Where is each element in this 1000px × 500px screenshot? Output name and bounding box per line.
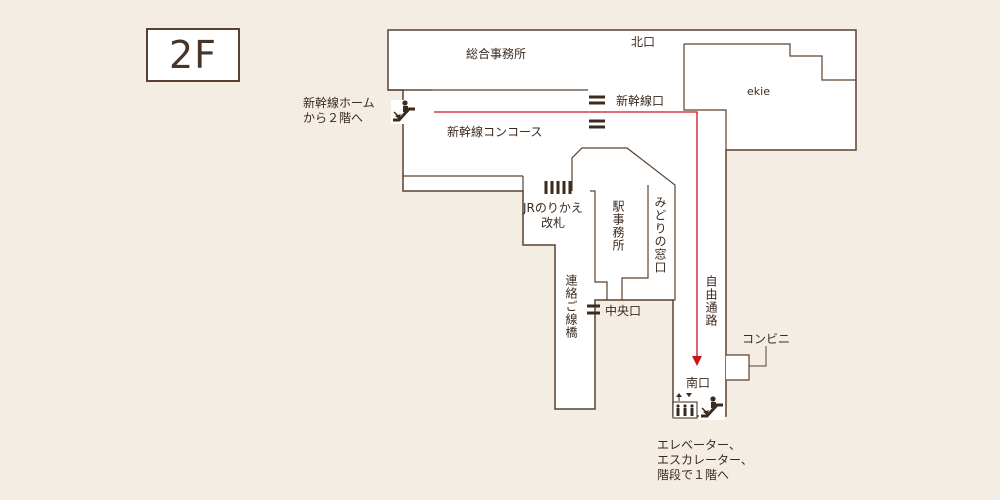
shinkansen-exit-label: 新幹線口	[616, 94, 665, 108]
midori-window-label: みどりの窓口	[653, 196, 667, 274]
free-passage-label: 自由通路	[704, 275, 718, 327]
shinkansen-home-note: 新幹線ホーム から２階へ	[303, 96, 375, 125]
ekie-block	[684, 43, 856, 81]
floor-badge: 2F	[146, 28, 240, 82]
south-exit-label: 南口	[686, 376, 711, 390]
shinkansen-concourse-label: 新幹線コンコース	[447, 125, 543, 139]
escalator-icon	[391, 100, 417, 124]
convenience-leader	[749, 346, 767, 367]
route-line	[434, 111, 698, 358]
ekie-label: ekie	[747, 85, 770, 98]
south-access-note: エレベーター、 エスカレーター、 階段で１階へ	[657, 438, 753, 482]
north-exit-label: 北口	[631, 35, 656, 49]
bridge-label: 連絡ご線橋	[564, 274, 578, 339]
concourse-inner	[571, 147, 676, 301]
station-office-label: 駅事務所	[611, 200, 625, 252]
central-exit-label: 中央口	[605, 304, 642, 318]
midori-room	[621, 185, 649, 300]
elevator-icon	[672, 393, 698, 419]
ticket-gate-icon	[589, 95, 605, 129]
general-office-label: 総合事務所	[466, 47, 527, 61]
building-outline	[387, 29, 857, 417]
route-arrow	[692, 356, 702, 366]
ticket-gate-icon	[587, 304, 600, 315]
station-office-room	[590, 190, 608, 300]
convenience-store-label: コンビニ	[742, 332, 791, 346]
ticket-gate-icon	[544, 181, 572, 194]
jr-transfer-gate-label: JRのりかえ 改札	[523, 201, 583, 230]
escalator-icon	[699, 396, 725, 420]
convenience-store	[726, 354, 750, 381]
